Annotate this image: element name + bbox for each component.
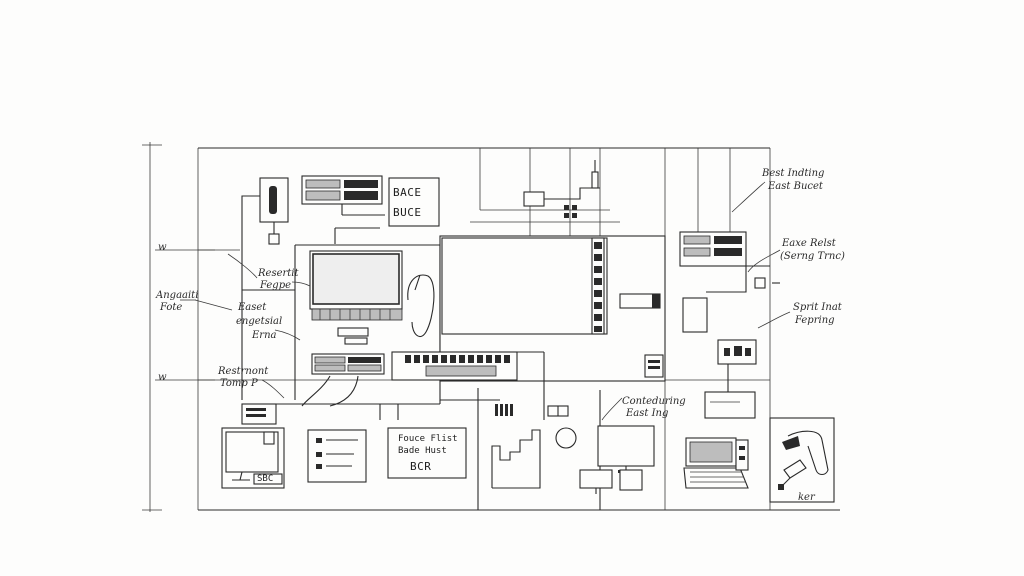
annotation-center-bottom-2: East Ing — [626, 408, 669, 419]
bottom-box-line-3: BCR — [410, 460, 432, 473]
annotation-lower-right-1: Sprit Inat — [793, 302, 842, 313]
annotation-left-b-1: Easet — [238, 302, 267, 313]
axis-label-w-lower: w — [158, 372, 167, 383]
monitor-label: SBC — [257, 474, 274, 484]
annotation-top-right-1: Best Indting — [762, 168, 825, 179]
annotation-left-a-2: Fegpe — [260, 280, 292, 291]
top-connectors — [523, 160, 600, 218]
keyboard-strip — [391, 351, 545, 420]
annotation-left-a-1: Resertit — [258, 268, 299, 279]
server-rack-top — [301, 175, 385, 216]
center-panel — [439, 235, 666, 382]
annotation-lower-right-2: Fepring — [795, 315, 835, 326]
bottom-row — [221, 388, 835, 510]
bottom-box-line-1: Fouce Flist — [398, 434, 458, 444]
server-rack-lower — [301, 353, 385, 407]
annotation-bottom-right: ker — [798, 492, 815, 503]
annotation-mid-right-1: Eaxe Relst — [782, 238, 836, 249]
annotation-center-bottom-1: Conteduring — [622, 396, 686, 407]
annotation-top-right-2: East Bucet — [768, 181, 823, 192]
axis-label-w-upper: w — [158, 242, 167, 253]
leader-lines — [180, 181, 791, 421]
annotation-left-b-2: engetsial — [236, 316, 283, 327]
bace-box — [388, 177, 440, 227]
right-equipment — [679, 231, 780, 419]
annotation-mid-right-2: (Serng Trnc) — [780, 251, 845, 262]
bottom-box-line-2: Bade Hust — [398, 446, 447, 456]
annotation-left-b-3: Erna — [252, 330, 277, 341]
annotation-left-outer-1: Angaaiti — [156, 290, 199, 301]
annotation-left-c-2: Tomp P — [220, 378, 258, 389]
top-box-line-1: BACE — [393, 186, 422, 199]
top-box-line-2: BUCE — [393, 206, 422, 219]
left-structure — [241, 177, 295, 400]
annotation-left-outer-2: Fote — [160, 302, 183, 313]
annotation-left-c-1: Restrnont — [218, 366, 269, 377]
